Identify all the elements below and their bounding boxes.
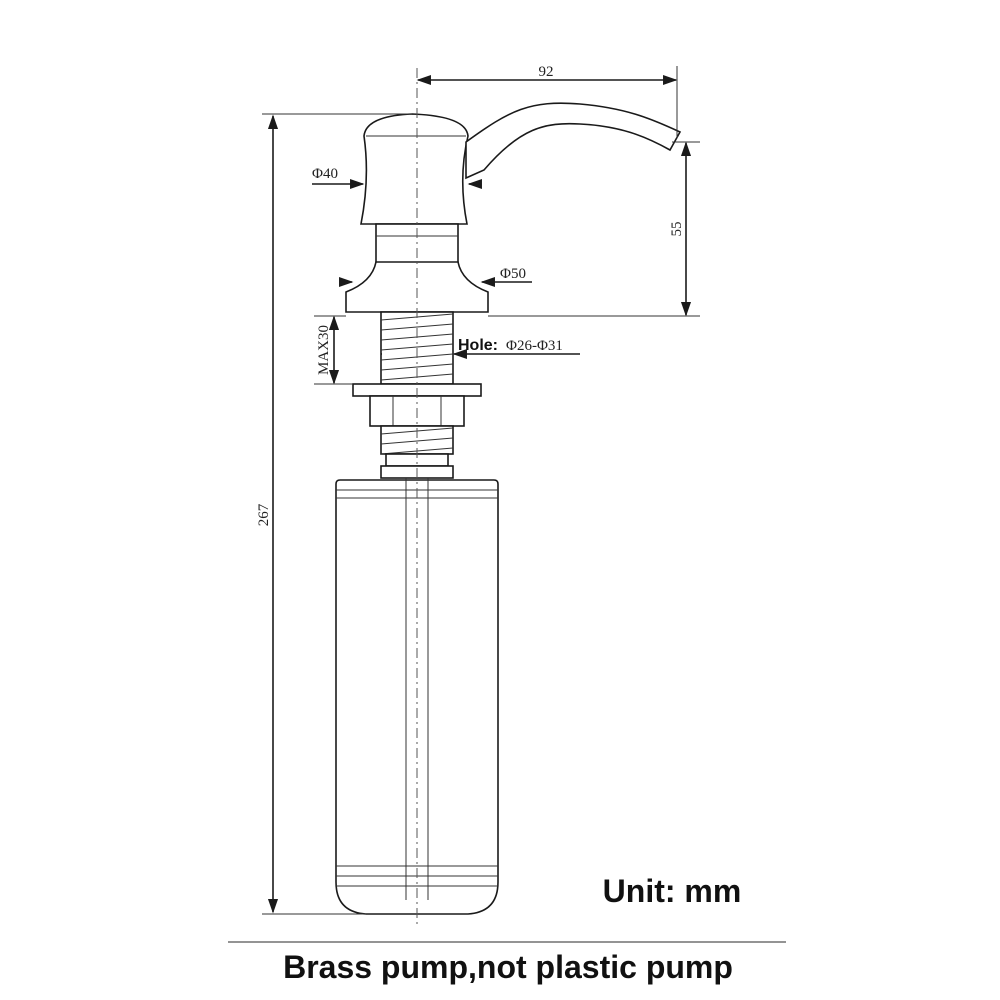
pump-flange <box>345 261 489 313</box>
dim-head-diameter: Φ40 <box>312 166 482 190</box>
dim-total-height: 267 <box>256 113 412 915</box>
spout <box>465 102 682 180</box>
spout-height-value: 55 <box>669 222 685 237</box>
max-thickness-value: MAX30 <box>316 325 332 375</box>
dip-tube <box>405 478 429 900</box>
dim-spout-reach: 92 <box>416 64 678 138</box>
unit-label: Unit: mm <box>603 873 742 909</box>
flange-diameter-value: Φ50 <box>500 266 526 282</box>
dim-flange-diameter: Φ50 <box>339 266 532 288</box>
caption: Brass pump,not plastic pump <box>283 949 733 985</box>
head-diameter-value: Φ40 <box>312 166 338 182</box>
dim-max-thickness: MAX30 <box>314 315 353 385</box>
dim-hole-diameter: Hole: Φ26-Φ31 <box>381 337 580 360</box>
pump-head <box>360 113 469 225</box>
total-height-value: 267 <box>256 503 272 526</box>
hole-label: Hole: Φ26-Φ31 <box>458 337 563 354</box>
dim-spout-height: 55 <box>488 141 700 317</box>
spout-reach-value: 92 <box>539 64 554 80</box>
